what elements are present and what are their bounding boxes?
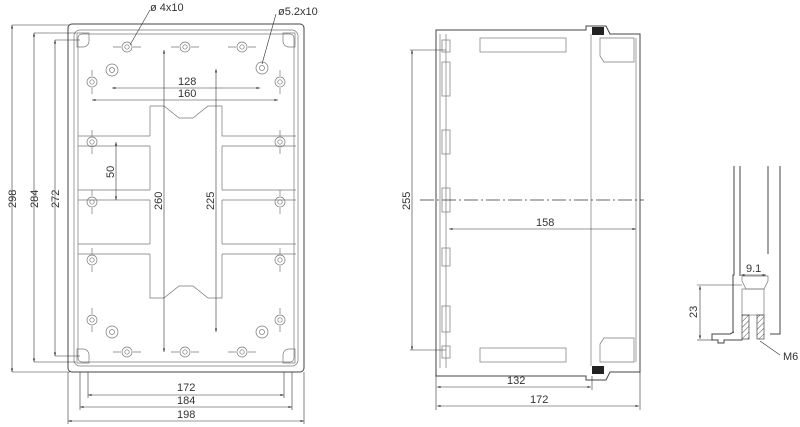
mounting-hole <box>228 41 256 53</box>
corner-bosses <box>76 32 296 364</box>
side-ribs <box>441 39 451 359</box>
enclosure-inner-2 <box>77 33 295 363</box>
dim-50: 50 <box>105 166 117 178</box>
dim-184: 184 <box>177 395 195 407</box>
dim-298: 298 <box>7 190 19 208</box>
mounting-hole <box>228 346 256 358</box>
thread-hatch-left <box>741 314 750 340</box>
mounting-hole <box>86 308 98 332</box>
label-hole-small: ø 4x10 <box>150 2 184 14</box>
mounting-hole <box>86 70 98 94</box>
dim-284: 284 <box>29 190 41 208</box>
dim-23: 23 <box>688 306 700 318</box>
mounting-hole <box>113 41 141 53</box>
dim-160: 160 <box>178 88 196 100</box>
mounting-hole <box>274 130 286 154</box>
mounting-hole <box>274 248 286 272</box>
mounting-hole <box>86 248 98 272</box>
mounting-hole <box>86 190 98 214</box>
mounting-hole <box>113 346 141 358</box>
leader-m6 <box>759 340 781 356</box>
thread-label: M6 <box>783 351 798 363</box>
dim-255: 255 <box>401 192 413 210</box>
dim-172: 172 <box>177 382 195 394</box>
gasket-top <box>592 27 604 35</box>
leader-small-hole <box>129 9 151 46</box>
detail-view: 9.1 23 M6 <box>688 166 798 363</box>
mounting-hole <box>171 41 199 53</box>
front-view: ø 4x10 ø5.2x10 128 160 50 260 225 298 28… <box>7 2 318 424</box>
side-view: 255 158 132 172 <box>401 25 644 410</box>
gasket-bottom <box>592 366 604 374</box>
enclosure-inner <box>73 29 299 367</box>
side-outline <box>435 25 641 381</box>
dim-side-132: 132 <box>507 375 525 387</box>
central-rib <box>78 105 296 299</box>
dim-158: 158 <box>536 217 554 229</box>
mounting-hole <box>274 190 286 214</box>
leader-large-hole <box>261 13 277 65</box>
dim-198: 198 <box>177 409 195 421</box>
enclosure-outline <box>67 23 305 373</box>
thread-hatch-right <box>756 314 765 340</box>
dim-272: 272 <box>50 190 62 208</box>
mounting-holes <box>86 41 286 358</box>
mounting-hole <box>171 346 199 358</box>
mounting-hole <box>86 130 98 154</box>
dim-128: 128 <box>178 76 196 88</box>
large-holes <box>105 61 269 339</box>
label-hole-large: ø5.2x10 <box>278 6 318 18</box>
dim-225: 225 <box>205 192 217 210</box>
dim-side-172: 172 <box>530 394 548 406</box>
dim-9-1: 9.1 <box>746 263 761 275</box>
dim-260: 260 <box>153 192 165 210</box>
mounting-hole <box>274 70 286 94</box>
mounting-hole <box>274 308 286 332</box>
